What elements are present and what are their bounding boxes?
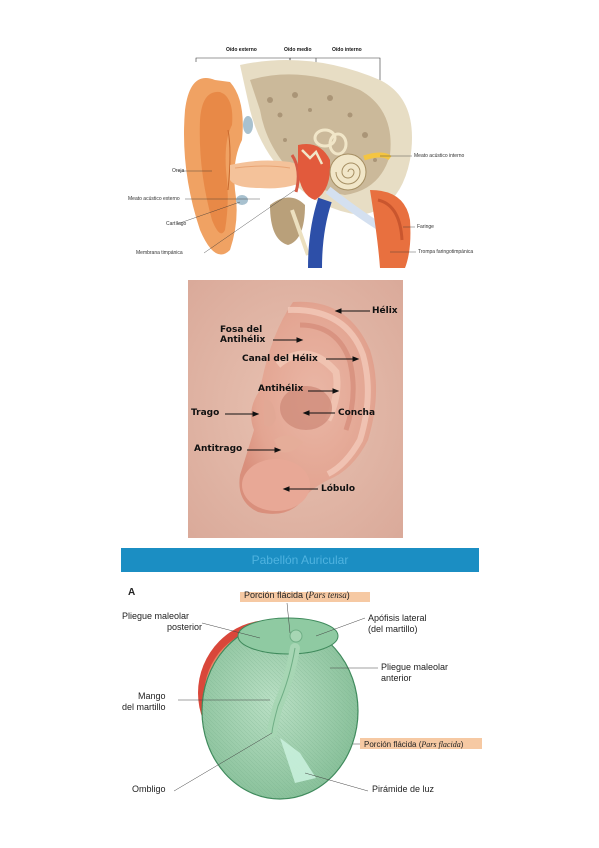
auricle-illustration [188, 280, 403, 538]
label-pliegue-anterior-2: anterior [381, 673, 412, 683]
auricle-photo-diagram: Hélix Fosa del Antihélix Canal del Hélix… [188, 280, 403, 538]
label-pliegue-anterior-1: Pliegue maleolar [381, 662, 449, 672]
porcion-tensa-text-a: Porción flácida ( [244, 590, 309, 600]
label-meato-interno: Meato acústico interno [414, 153, 465, 159]
label-porcion-flacida: Porción flácida (Pars flacida) [364, 739, 463, 750]
label-membrana: Membrana timpánica [136, 250, 183, 256]
label-canal-helix: Canal del Hélix [242, 354, 318, 364]
section-banner: Pabellón Auricular [121, 548, 479, 572]
label-concha: Concha [338, 408, 376, 418]
label-trago: Trago [191, 408, 220, 418]
label-piramide: Pirámide de luz [372, 784, 435, 794]
label-porcion-tensa: Porción flácida (Pars tensa) [244, 590, 350, 601]
header-inner-ear: Oído interno [332, 47, 362, 53]
label-pliegue-posterior-2: posterior [167, 622, 203, 632]
ear-cross-section-illustration [176, 57, 416, 269]
header-middle-ear: Oído medio [284, 47, 312, 53]
label-helix: Hélix [372, 306, 398, 316]
label-faringe: Faringe [417, 224, 434, 230]
tympanic-membrane-diagram: A Porción flácida (Pars tensa) Pliegue m… [120, 578, 490, 808]
label-apofisis-2: (del martillo) [368, 624, 418, 634]
label-lobulo: Lóbulo [321, 484, 356, 494]
banner-title: Pabellón Auricular [251, 553, 349, 567]
diagram-letter: A [128, 587, 136, 598]
label-antitrago: Antitrago [194, 444, 243, 454]
label-trompa: Trompa faringotimpánica [418, 249, 474, 255]
header-outer-ear: Oído externo [226, 47, 257, 53]
porcion-flacida-text-c: ) [460, 740, 464, 749]
label-antihelix: Antihélix [258, 384, 304, 394]
porcion-flacida-text-a: Porción flácida ( [364, 740, 422, 749]
label-meato-externo: Meato acústico externo [128, 196, 180, 202]
label-mango-2: del martillo [122, 702, 166, 712]
tympanic-membrane-illustration [173, 592, 482, 800]
label-apofisis-1: Apófisis lateral [368, 613, 427, 623]
label-mango-1: Mango [138, 691, 166, 701]
porcion-flacida-text-b: Pars flacida [421, 740, 461, 749]
label-fosa-1: Fosa del [220, 325, 263, 335]
label-fosa-2: Antihélix [220, 335, 266, 345]
porcion-tensa-text-b: Pars tensa [308, 590, 347, 600]
label-pliegue-posterior-1: Pliegue maleolar [122, 611, 190, 621]
label-oreja: Oreja [172, 168, 185, 174]
porcion-tensa-text-c: ) [346, 590, 350, 600]
label-cartilago: Cartílago [166, 221, 187, 227]
ear-anatomy-diagram: Oído externo Oído medio Oído interno Ore… [120, 40, 480, 270]
label-ombligo: Ombligo [132, 784, 166, 794]
